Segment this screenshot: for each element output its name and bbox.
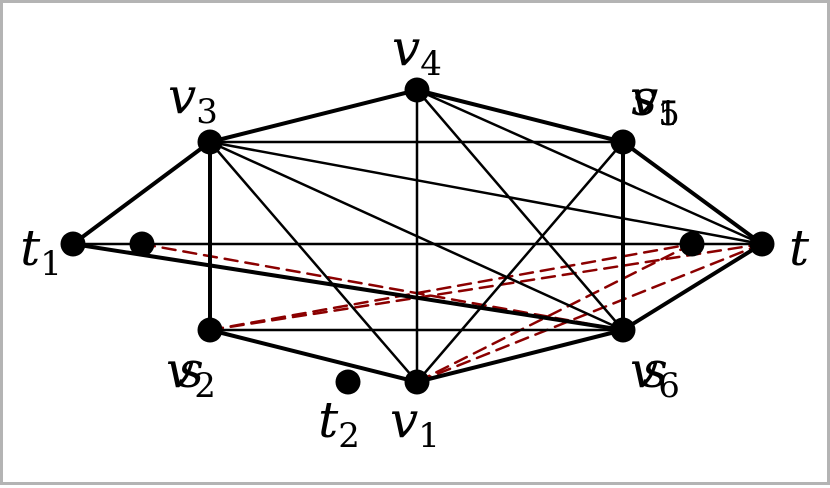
thick-edge-v6-t (621, 242, 764, 332)
vertex-v2 (197, 317, 223, 343)
vertex-t2 (335, 369, 361, 395)
vertex-v1 (404, 369, 430, 395)
thick-edge-t1-v3 (71, 140, 212, 246)
dashed-edge-v2-s (208, 242, 694, 332)
vertex-v6 (610, 317, 636, 343)
thick-edge-v1-v6 (415, 328, 625, 384)
vertex-dots (60, 77, 775, 395)
dashed-edge-t-v1 (415, 242, 764, 384)
label-t1: t1 (20, 219, 62, 284)
thick-edge-v5-t (621, 140, 764, 246)
thin-edges (71, 88, 764, 384)
dashed-edges (140, 242, 764, 384)
label-t2: t2 (318, 391, 360, 456)
thin-edge-v3-v1 (208, 140, 419, 384)
thick-edge-v3-v4 (208, 88, 419, 144)
thick-edge-v2-v1 (208, 328, 419, 384)
label-v3: v3 (168, 67, 218, 132)
label-overlay-v5: s1 (631, 69, 678, 134)
label-overlay-v2: s (178, 341, 204, 399)
vertex-v3 (197, 129, 223, 155)
dashed-edge-s-v1 (415, 242, 694, 384)
vertex-s1 (129, 231, 155, 257)
vertex-v4 (404, 77, 430, 103)
label-v1: v1 (390, 391, 440, 456)
label-v6: v6 (630, 341, 680, 406)
thick-edge-t1-v6 (71, 242, 625, 332)
thick-edge-v4-v5 (415, 88, 625, 144)
vertex-t1 (60, 231, 86, 257)
label-v2: v2 (166, 341, 216, 406)
label-v5: v5 (630, 69, 680, 134)
vertex-t (749, 231, 775, 257)
thin-edge-v4-t (415, 88, 764, 246)
label-overlay-v6: s (642, 341, 668, 399)
thin-edge-v5-v1 (415, 140, 625, 384)
thin-edge-v4-v6 (415, 88, 625, 332)
thick-edges (71, 88, 764, 384)
label-v4: v4 (392, 19, 442, 84)
vertex-v5 (610, 129, 636, 155)
dashed-edge-v2-t (208, 242, 764, 332)
thin-edge-v3-t (208, 140, 764, 246)
label-t: t (789, 219, 810, 277)
vertex-s (679, 231, 705, 257)
